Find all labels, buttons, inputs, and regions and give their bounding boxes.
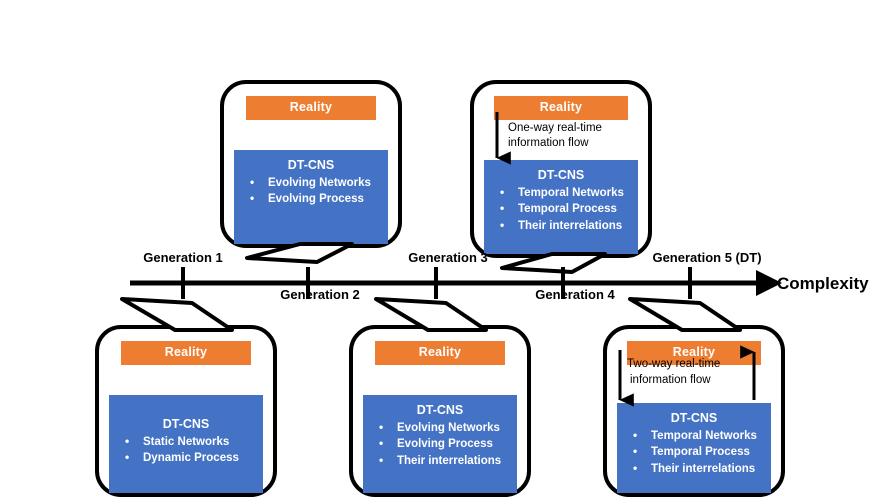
bullet-item: Static Networks bbox=[113, 433, 259, 451]
flow-label-generation-5-line1: Two-way real-time bbox=[627, 358, 721, 370]
flow-label-generation-5-line2: information flow bbox=[630, 374, 711, 386]
dtcns-title-generation-4: DT-CNS bbox=[537, 168, 585, 183]
dtcns-title-generation-5: DT-CNS bbox=[670, 411, 718, 426]
callout-generation-4: Reality DT-CNS Temporal Networks Tempora… bbox=[470, 80, 652, 258]
bullet-item: Temporal Networks bbox=[488, 184, 634, 202]
reality-band-generation-3: Reality bbox=[375, 341, 505, 366]
dtcns-panel-generation-5: DT-CNS Temporal Networks Temporal Proces… bbox=[617, 403, 771, 493]
flow-label-generation-4-line2: information flow bbox=[508, 137, 589, 149]
bullet-item: Their interrelations bbox=[367, 452, 513, 470]
dtcns-panel-generation-1: DT-CNS Static Networks Dynamic Process bbox=[109, 395, 263, 493]
bullet-item: Their interrelations bbox=[621, 460, 767, 478]
dtcns-bullets-generation-5: Temporal Networks Temporal Process Their… bbox=[621, 427, 767, 478]
axis-label-generation-3: Generation 3 bbox=[408, 250, 488, 265]
bullet-item: Evolving Process bbox=[238, 190, 384, 208]
bullet-item: Temporal Process bbox=[488, 200, 634, 218]
bullet-item: Temporal Process bbox=[621, 443, 767, 461]
callout-generation-1: Reality DT-CNS Static Networks Dynamic P… bbox=[95, 325, 277, 497]
bullet-item: Evolving Process bbox=[367, 435, 513, 453]
dtcns-bullets-generation-1: Static Networks Dynamic Process bbox=[113, 433, 259, 467]
reality-band-generation-2: Reality bbox=[246, 96, 376, 121]
dtcns-bullets-generation-2: Evolving Networks Evolving Process bbox=[238, 174, 384, 208]
bullet-item: Dynamic Process bbox=[113, 449, 259, 467]
dtcns-bullets-generation-3: Evolving Networks Evolving Process Their… bbox=[367, 419, 513, 470]
dtcns-panel-generation-3: DT-CNS Evolving Networks Evolving Proces… bbox=[363, 395, 517, 493]
callout-generation-3: Reality DT-CNS Evolving Networks Evolvin… bbox=[349, 325, 531, 497]
callout-generation-5: Reality DT-CNS Temporal Networks Tempora… bbox=[603, 325, 785, 497]
reality-band-generation-4: Reality bbox=[494, 96, 628, 121]
dtcns-panel-generation-4: DT-CNS Temporal Networks Temporal Proces… bbox=[484, 160, 638, 254]
callout-generation-2: Reality DT-CNS Evolving Networks Evolvin… bbox=[220, 80, 402, 248]
axis-title-complexity: Complexity bbox=[777, 274, 869, 293]
dtcns-title-generation-1: DT-CNS bbox=[162, 417, 210, 432]
axis-label-generation-1: Generation 1 bbox=[143, 250, 223, 265]
bullet-item: Evolving Networks bbox=[367, 419, 513, 437]
axis-label-generation-2: Generation 2 bbox=[280, 287, 360, 302]
dtcns-title-generation-3: DT-CNS bbox=[416, 403, 464, 418]
bullet-item: Temporal Networks bbox=[621, 427, 767, 445]
dtcns-panel-generation-2: DT-CNS Evolving Networks Evolving Proces… bbox=[234, 150, 388, 244]
reality-band-generation-1: Reality bbox=[121, 341, 251, 366]
bullet-item: Their interrelations bbox=[488, 217, 634, 235]
bullet-item: Evolving Networks bbox=[238, 174, 384, 192]
dtcns-bullets-generation-4: Temporal Networks Temporal Process Their… bbox=[488, 184, 634, 235]
flow-label-generation-4-line1: One-way real-time bbox=[508, 122, 602, 134]
axis-label-generation-4: Generation 4 bbox=[535, 287, 615, 302]
reality-band-generation-5: Reality bbox=[627, 341, 761, 366]
dtcns-title-generation-2: DT-CNS bbox=[287, 158, 335, 173]
axis-label-generation-5: Generation 5 (DT) bbox=[652, 250, 762, 265]
